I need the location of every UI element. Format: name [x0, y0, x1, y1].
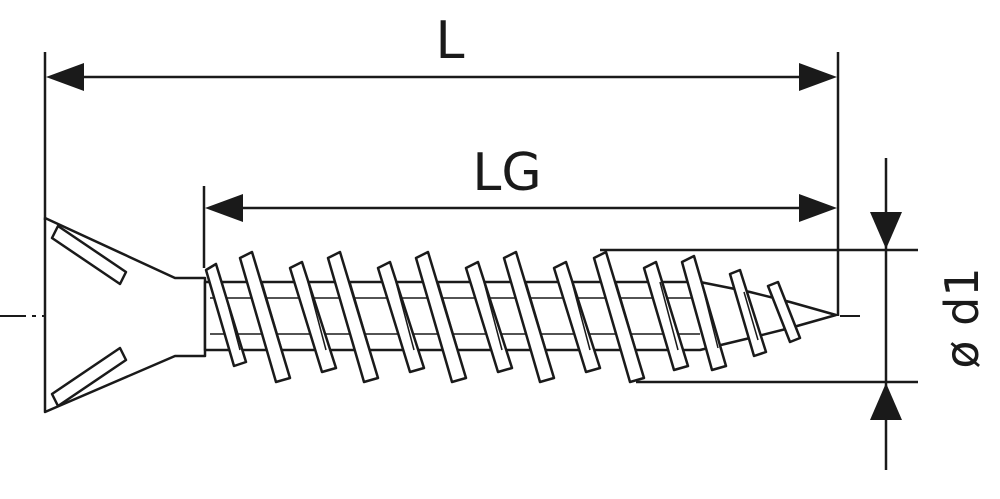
dimension-LG	[205, 194, 837, 222]
arrowhead-right-icon	[799, 194, 837, 222]
thread-roots	[221, 281, 759, 351]
label-d1: ø d1	[935, 267, 989, 368]
thread-crest	[502, 250, 556, 384]
head-recess-top	[50, 224, 128, 286]
dimension-d1	[870, 212, 902, 420]
dimension-L	[46, 63, 837, 91]
thread-crest	[326, 250, 380, 384]
thread-crest	[680, 254, 728, 372]
screw-threads	[204, 250, 802, 384]
arrowhead-up-icon	[870, 383, 902, 420]
extension-lines	[43, 52, 918, 470]
arrowhead-left-icon	[205, 194, 243, 222]
screw-head	[43, 216, 207, 414]
thread-crest	[238, 250, 292, 384]
label-LG: LG	[472, 143, 541, 203]
thread-crest	[592, 250, 646, 384]
thread-crest	[766, 280, 802, 344]
arrowhead-down-icon	[870, 212, 902, 249]
thread-crest	[204, 262, 248, 368]
head-recess-bottom	[50, 346, 128, 408]
arrowhead-right-icon	[799, 63, 837, 91]
label-L: L	[436, 11, 465, 71]
thread-crest	[642, 260, 690, 372]
arrowhead-left-icon	[46, 63, 84, 91]
thread-crest	[414, 250, 468, 384]
